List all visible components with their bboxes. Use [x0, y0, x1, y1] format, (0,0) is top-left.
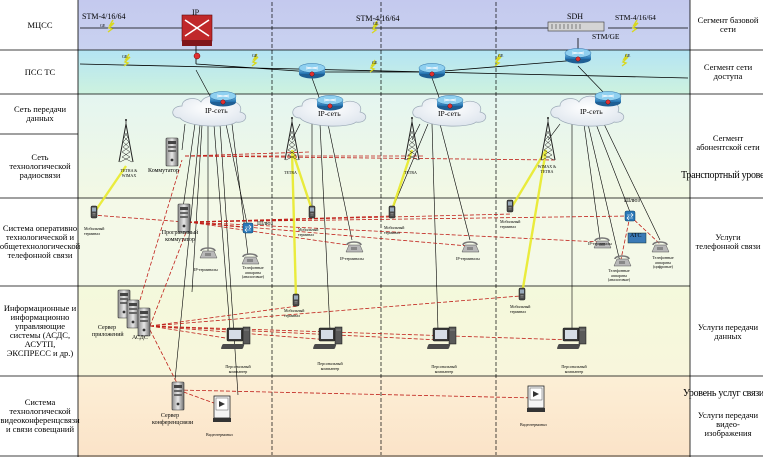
label-pc-4: Персональный компьютер: [561, 364, 587, 374]
label-tetra-wimax: TETRA & WIMAX: [120, 168, 138, 178]
label-ip-term-1: IP-терминалы: [194, 267, 218, 272]
right-label-subscriber: Сегмент абонентской сети: [696, 133, 760, 152]
left-label-data-net: Сеть передачи данных: [13, 104, 67, 123]
access-router-sdh[interactable]: [564, 48, 592, 64]
cloud-router-4[interactable]: [594, 91, 622, 107]
gateway-1-icon[interactable]: [242, 222, 254, 234]
asds-server-icon[interactable]: [137, 307, 151, 337]
left-label-info-systems: Информационные и информационно управляющ…: [3, 303, 77, 358]
mobile-3-icon[interactable]: [388, 205, 396, 219]
ge-label-6: GE: [100, 23, 106, 28]
label-pc-1: Персональный компьютер: [225, 364, 251, 374]
label-server-conf: Сервер конференцсвязи: [152, 413, 194, 426]
ge-label-2: GE: [252, 53, 258, 58]
label-pc-3: Персональный компьютер: [431, 364, 457, 374]
label-prog-komm: Программный коммутатор: [161, 230, 199, 243]
right-label-service-level: Уровень услуг связи: [683, 388, 763, 399]
left-label-radio: Сеть технологической радиосвязи: [9, 151, 71, 180]
conference-server-icon[interactable]: [171, 381, 185, 411]
right-label-transport-level: Транспортный уровень: [681, 170, 763, 181]
left-label-mtss: МЦСС: [27, 19, 53, 30]
label-ip-term-2: IP-терминалы: [340, 256, 364, 261]
cloud-router-1[interactable]: [209, 91, 237, 107]
ge-label-4: GE: [498, 53, 504, 58]
cloud-label-1: IP-сеть: [205, 106, 228, 115]
mobile-4-icon[interactable]: [506, 199, 514, 213]
label-mob-5: Мобильный терминал: [284, 308, 305, 318]
app-server-2-icon[interactable]: [126, 299, 140, 329]
mobile-1-icon[interactable]: [90, 205, 98, 219]
right-label-data-services: Услуги передачи данных: [697, 322, 759, 341]
video-terminal-1-icon[interactable]: [212, 395, 232, 423]
sdh-multiplexer[interactable]: [547, 21, 605, 32]
label-stm-mid: STM-4/16/64: [356, 14, 400, 23]
right-label-access: Сегмент сети доступа: [703, 62, 753, 81]
label-shlyuz-2: Шлюз: [624, 198, 640, 204]
label-mob-6: Мобильный терминал: [510, 304, 531, 314]
left-label-video-conf: Система технологической видеоконференцсв…: [0, 397, 80, 434]
ge-label-7: GE: [373, 21, 379, 26]
left-label-telephony: Система оперативно технологической и общ…: [0, 223, 81, 260]
label-sdh: SDH: [567, 12, 584, 21]
label-tel-digital: Телефонные аппараты (цифровые): [652, 255, 674, 269]
label-video-2: Видеотерминал: [520, 422, 547, 427]
label-tetra-1: TETRA: [284, 170, 297, 175]
label-mob-2: Мобильный терминал: [298, 227, 319, 237]
ge-label-1: GE: [122, 54, 128, 59]
label-asds: АСДС: [132, 335, 148, 341]
ats-icon[interactable]: [627, 232, 647, 244]
ge-label-5: GE: [625, 53, 631, 58]
cloud-label-2: IP-сеть: [318, 109, 341, 118]
label-shlyuz-1: Шлюз: [257, 221, 273, 227]
label-kommutator: Коммутатор: [148, 168, 179, 174]
label-wimax-tetra: WIMAX & TETRA: [537, 164, 557, 174]
left-label-pss: ПСС ТС: [24, 66, 56, 77]
softswitch-server-icon[interactable]: [177, 203, 191, 233]
label-tetra-2: TETRA: [404, 170, 417, 175]
label-mob-4: Мобильный терминал: [500, 219, 521, 229]
mobile-5-icon[interactable]: [292, 293, 300, 307]
video-terminal-2-icon[interactable]: [526, 385, 546, 413]
label-tel-analog-2: Телефонные аппараты (аналоговые): [607, 268, 631, 282]
label-pc-2: Персональный компьютер: [317, 361, 343, 371]
label-ats: АТС: [630, 233, 642, 239]
cloud-label-3: IP-сеть: [438, 109, 461, 118]
label-video-1: Видеотерминал: [206, 432, 233, 437]
label-mob-1: Мобильный терминал: [84, 226, 105, 236]
label-stm-right: STM-4/16/64: [615, 13, 656, 22]
switch-server-icon[interactable]: [165, 137, 179, 167]
right-label-phone-services: Услуги телефонной связи: [695, 232, 761, 251]
label-ip-term-3: IP-терминалы: [456, 256, 480, 261]
gateway-2-icon[interactable]: [624, 210, 636, 222]
access-router-3[interactable]: [418, 63, 446, 79]
cloud-label-4: IP-сеть: [580, 107, 603, 116]
label-tel-analog-1: Телефонные аппараты (аналоговые): [241, 265, 265, 279]
label-ip: IP: [192, 8, 200, 17]
core-router-ip[interactable]: [181, 14, 213, 60]
right-label-core: Сегмент базовой сети: [697, 15, 759, 34]
label-ip-term-4: IP-терминалы: [588, 241, 612, 246]
ge-label-3: GE: [372, 60, 378, 65]
mobile-2-icon[interactable]: [308, 205, 316, 219]
mobile-6-icon[interactable]: [518, 287, 526, 301]
label-server-app: Сервер приложений: [92, 325, 124, 338]
right-label-video-services: Услуги передачи видео-изображения: [697, 409, 759, 438]
label-stm-ge: STM/GE: [592, 32, 620, 41]
access-router-2[interactable]: [298, 63, 326, 79]
label-stm-left: STM-4/16/64: [82, 12, 126, 21]
label-mob-3: Мобильный терминал: [384, 225, 405, 235]
